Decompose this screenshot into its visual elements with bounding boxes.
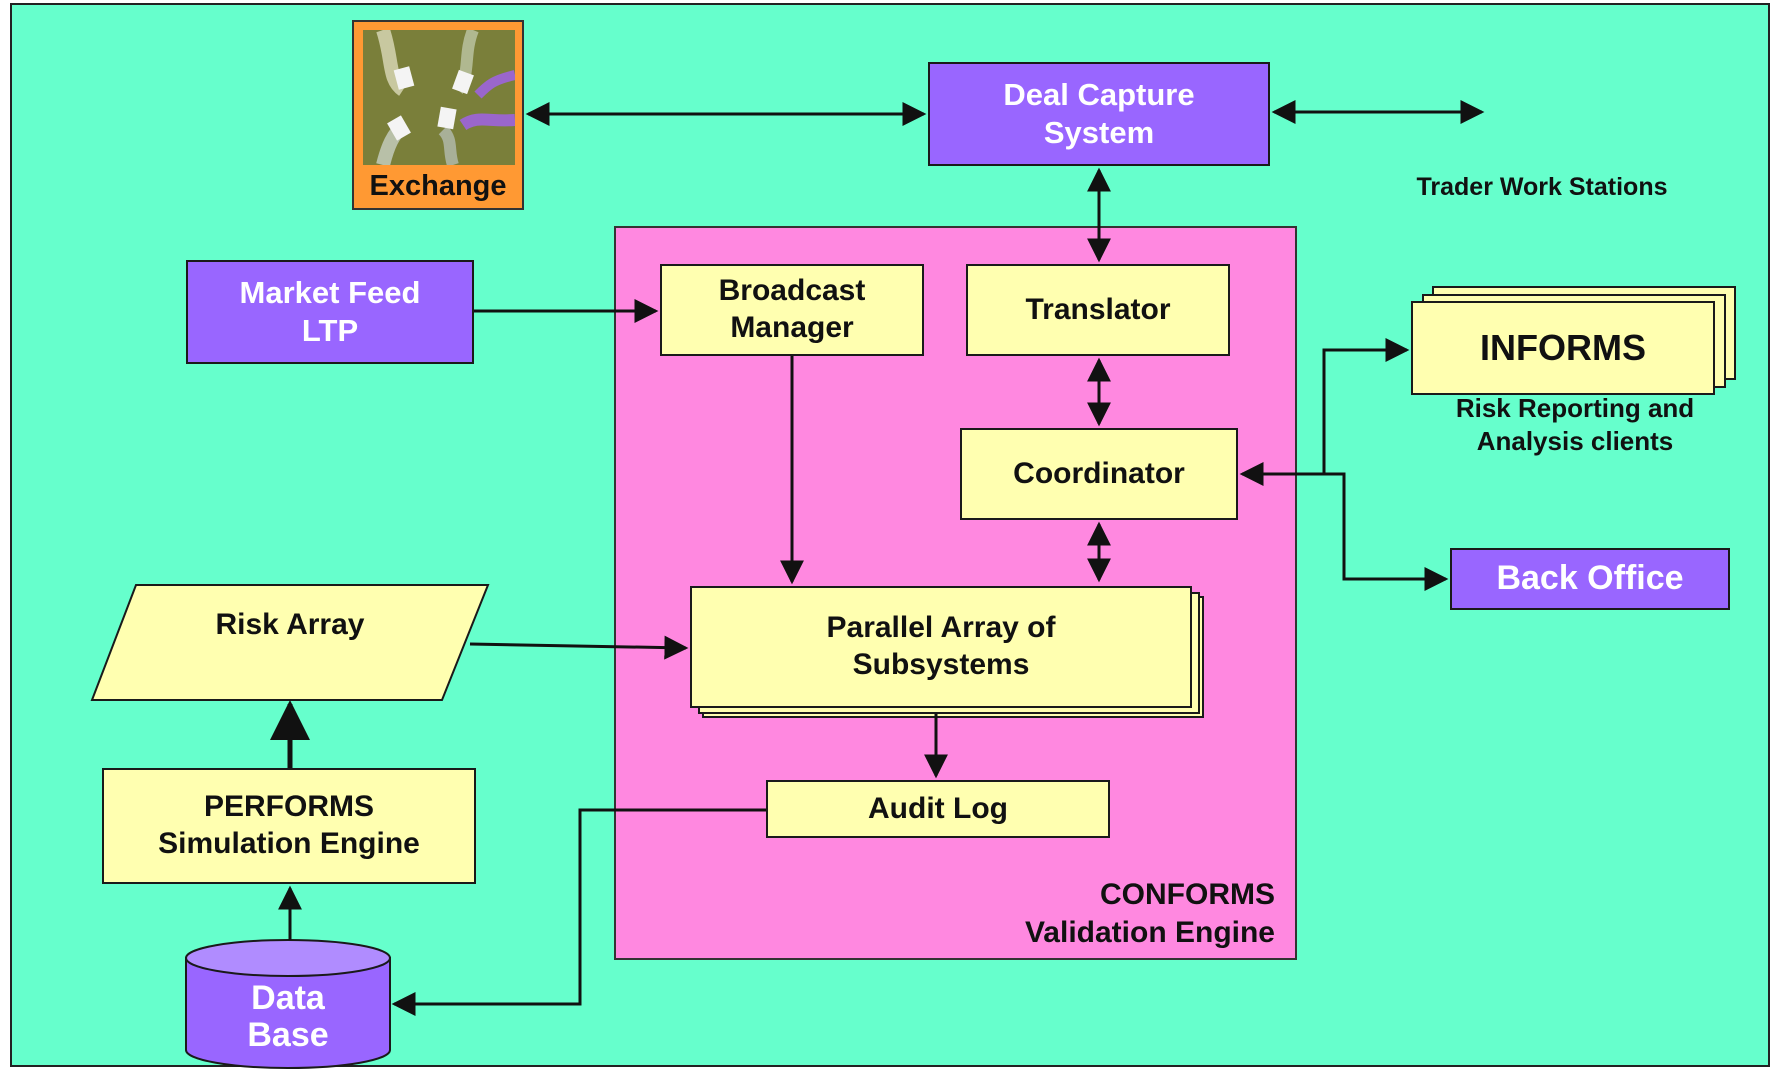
broadcast-manager-node: Broadcast Manager [660,264,924,356]
database-label: Data Base [247,979,329,1054]
translator-node: Translator [966,264,1230,356]
informs-caption: Risk Reporting and Analysis clients [1455,393,1695,456]
conforms-label: CONFORMS Validation Engine [1024,878,1275,949]
parallel-array-node: Parallel Array of Subsystems [690,586,1192,708]
performs-node: PERFORMS Simulation Engine [102,768,476,884]
coordinator-node: Coordinator [960,428,1238,520]
trader-workstations-label: Trader Work Stations [1416,173,1668,201]
informs-node: INFORMS [1411,301,1715,395]
exchange-node: Exchange [352,20,524,210]
risk-array-label: Risk Array [215,608,365,641]
audit-log-node: Audit Log [766,780,1110,838]
back-office-node: Back Office [1450,548,1730,610]
market-feed-node: Market Feed LTP [186,260,474,364]
exchange-image [363,30,515,165]
exchange-label: Exchange [369,170,507,202]
deal-capture-node: Deal Capture System [928,62,1270,166]
